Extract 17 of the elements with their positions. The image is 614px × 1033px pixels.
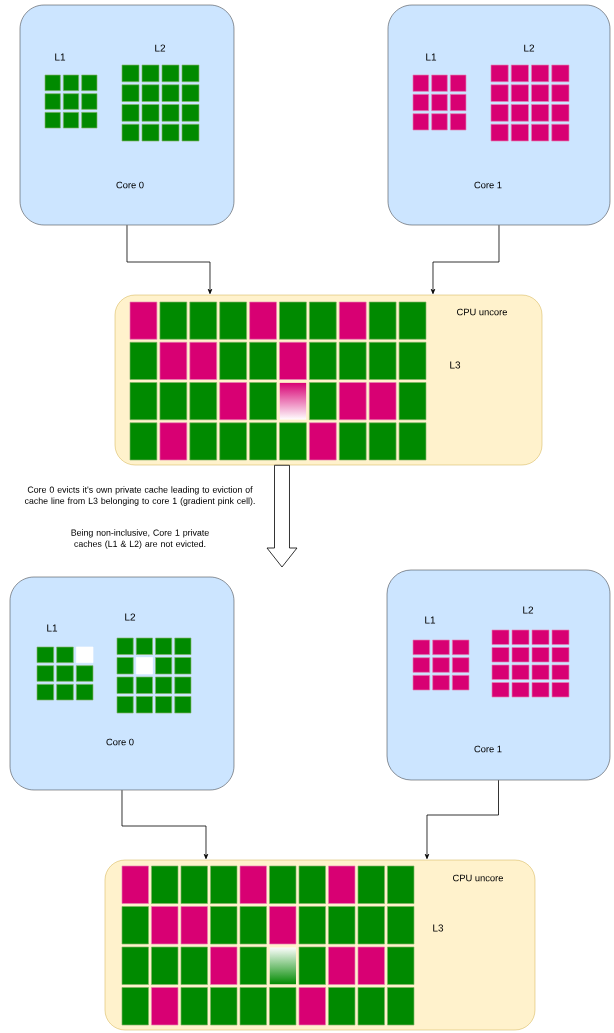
cache-label: L1 — [425, 616, 436, 624]
arrow — [424, 779, 499, 860]
arrow — [121, 789, 209, 860]
cache-label: L2 — [523, 606, 534, 614]
arrow — [430, 224, 500, 295]
cache-label: L1 — [47, 624, 58, 632]
cache-label: L3 — [433, 924, 444, 932]
block-arrow — [266, 464, 298, 568]
note-text: Being non-inclusive, Core 1 private caches (L1 & L2) are not evicted. — [71, 529, 209, 549]
cache-label: L3 — [450, 361, 461, 369]
cache-label: L1 — [55, 53, 66, 61]
cache-label: L2 — [524, 44, 535, 52]
arrow — [126, 224, 213, 295]
note-text: Core 0 evicts it's own private cache leading to eviction of cache line from L3 belonging to core 1 (gradient pink cell). — [24, 486, 255, 506]
cache-label: L1 — [426, 53, 437, 61]
cache-label: L2 — [155, 44, 166, 52]
cache-label: L2 — [125, 613, 136, 621]
